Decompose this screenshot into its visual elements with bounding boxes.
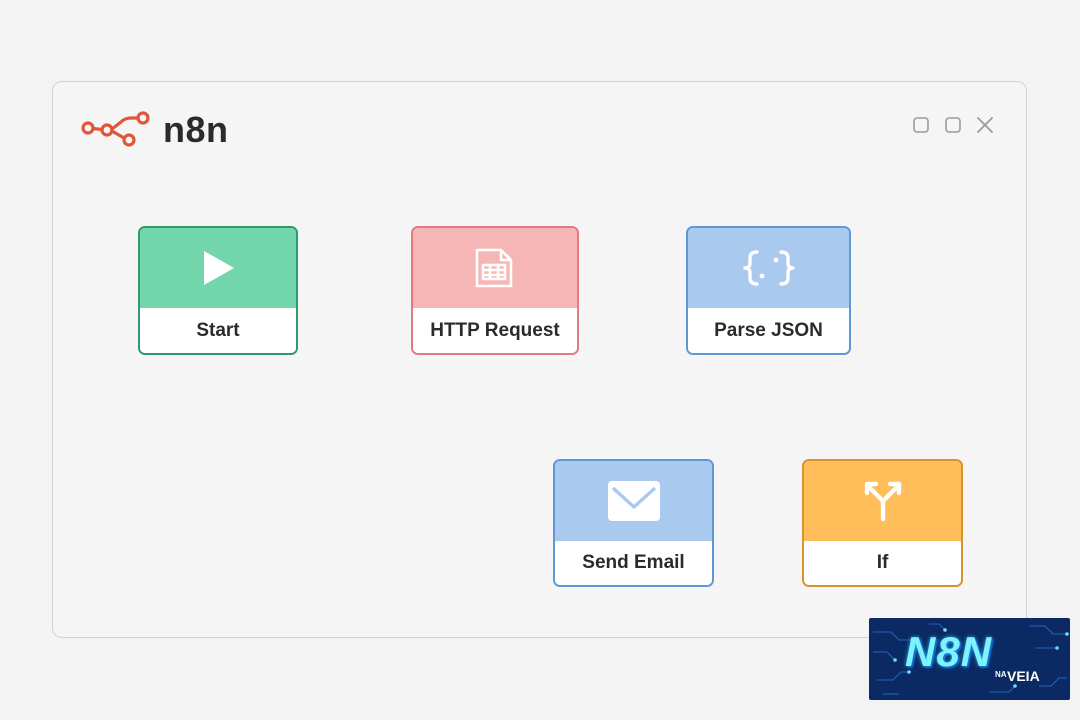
watermark-badge: N8N NA VEIA bbox=[869, 618, 1070, 700]
circuit-pattern-icon bbox=[873, 623, 1069, 695]
watermark-word: VEIA bbox=[1007, 668, 1040, 684]
watermark-logo-text: N8N bbox=[905, 628, 993, 675]
play-icon bbox=[204, 251, 234, 285]
node-http-request[interactable]: HTTP Request bbox=[411, 226, 579, 355]
close-icon bbox=[977, 117, 993, 133]
square-outline-icon bbox=[945, 117, 961, 133]
braces-icon bbox=[742, 250, 795, 286]
node-parse-json[interactable]: Parse JSON bbox=[686, 226, 851, 355]
maximize-button[interactable] bbox=[942, 114, 964, 136]
node-start[interactable]: Start bbox=[138, 226, 298, 355]
node-label: Parse JSON bbox=[688, 308, 849, 353]
envelope-icon bbox=[607, 481, 660, 521]
square-outline-icon bbox=[913, 117, 929, 133]
node-label: HTTP Request bbox=[413, 308, 577, 353]
window-controls bbox=[910, 114, 996, 136]
node-label: Start bbox=[140, 308, 296, 353]
node-label: Send Email bbox=[555, 541, 712, 585]
document-icon bbox=[475, 248, 513, 288]
close-button[interactable] bbox=[974, 114, 996, 136]
minimize-button[interactable] bbox=[910, 114, 932, 136]
watermark-small-text: NA bbox=[995, 670, 1007, 679]
node-if[interactable]: If bbox=[802, 459, 963, 587]
branch-icon bbox=[864, 481, 901, 522]
node-send-email[interactable]: Send Email bbox=[553, 459, 714, 587]
node-label: If bbox=[804, 541, 961, 585]
app-title: n8n bbox=[163, 109, 229, 150]
n8n-logo-icon bbox=[81, 111, 150, 147]
